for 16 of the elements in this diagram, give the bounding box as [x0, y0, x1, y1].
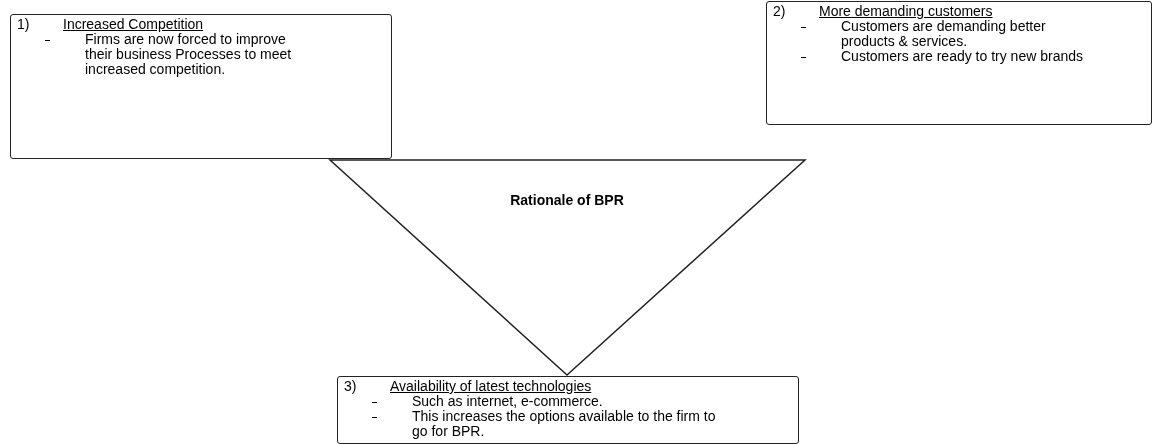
heading: Increased Competition — [63, 17, 205, 32]
bullet-text: Firms are now forced to improve their business Processes to meet increased competition. — [85, 32, 293, 77]
text-box — [766, 1, 1152, 125]
bullet-text: Customers are ready to try new brands — [841, 49, 1084, 64]
text-box — [10, 14, 392, 159]
item-number: 3) — [344, 379, 357, 394]
heading: Availability of latest technologies — [390, 379, 593, 394]
text-box — [337, 376, 799, 444]
bullet-text: Customers are demanding better products & services. — [841, 19, 1047, 49]
item-number: 1) — [17, 17, 30, 32]
bullet-text: This increases the options available to the firm to go for BPR. — [412, 409, 717, 439]
heading: More demanding customers — [819, 4, 994, 19]
inverted-triangle — [328, 159, 807, 376]
bullet-text: Such as internet, e-commerce. — [412, 394, 604, 409]
triangle-title: Rationale of BPR — [509, 191, 625, 210]
item-number: 2) — [773, 4, 786, 19]
